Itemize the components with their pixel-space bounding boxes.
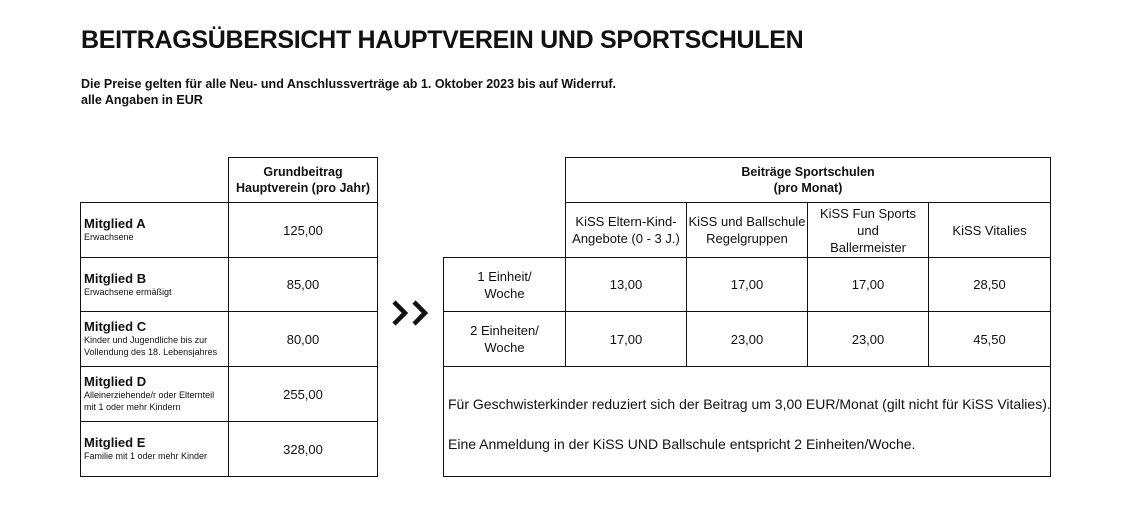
price-cell: 17,00 xyxy=(730,277,764,292)
member-name: Mitglied D xyxy=(84,374,147,389)
column-divider xyxy=(686,257,687,367)
column-header-eltern-kind: KiSS Eltern-Kind- Angebote (0 - 3 J.) xyxy=(566,203,686,257)
subtitle-validity: Die Preise gelten für alle Neu- und Ansc… xyxy=(81,77,616,91)
membership-header-line2: Hauptverein (pro Jahr) xyxy=(235,181,371,195)
member-name: Mitglied E xyxy=(84,435,146,450)
column-divider xyxy=(807,257,808,367)
row-label-line: Woche xyxy=(484,285,525,301)
row-label-1-einheit: 1 Einheit/ Woche xyxy=(444,258,565,311)
member-desc: Kinder und Jugendliche bis zur xyxy=(84,335,208,345)
membership-header: Grundbeitrag Hauptverein (pro Jahr) xyxy=(229,158,377,202)
column-divider xyxy=(928,257,929,367)
row-divider xyxy=(443,366,1051,367)
price-cell: 17,00 xyxy=(851,277,885,292)
row-label-line: 2 Einheiten/ xyxy=(470,323,539,338)
column-header-regelgruppen: KiSS und Ballschule Regelgruppen xyxy=(687,203,807,257)
column-header-line: KiSS und Ballschule xyxy=(688,214,806,229)
row-divider xyxy=(80,257,378,258)
row-label-2-einheiten: 2 Einheiten/ Woche xyxy=(444,312,565,366)
row-label-line: Woche xyxy=(484,340,525,355)
column-divider xyxy=(928,202,929,258)
column-header-row xyxy=(565,202,1051,258)
member-desc: Vollendung des 18. Lebensjahres xyxy=(84,347,218,357)
subtitle-currency: alle Angaben in EUR xyxy=(81,93,203,107)
member-price-b: 85,00 xyxy=(286,277,320,292)
sportschulen-header-line2: (pro Monat) xyxy=(773,181,843,195)
member-desc: Erwachsene xyxy=(84,232,134,242)
row-divider xyxy=(80,311,378,312)
column-divider xyxy=(686,202,687,258)
membership-header-cell xyxy=(228,157,378,203)
member-price-c: 80,00 xyxy=(286,331,320,347)
row-divider xyxy=(80,421,378,422)
member-name: Mitglied A xyxy=(84,216,146,231)
column-header-line: KiSS Fun Sports und xyxy=(819,205,917,238)
column-header-vitalies: KiSS Vitalies xyxy=(952,222,1027,238)
price-cell: 23,00 xyxy=(851,331,885,347)
column-header-fun-sports: KiSS Fun Sports und Ballermeister xyxy=(808,203,928,257)
member-desc: Alleinerziehende/r oder Elternteil xyxy=(84,390,215,400)
column-header-line: Ballermeister xyxy=(830,239,906,255)
sportschulen-header: Beiträge Sportschulen (pro Monat) xyxy=(566,158,1050,202)
price-cell: 45,50 xyxy=(973,331,1006,347)
membership-header-line1: Grundbeitrag xyxy=(263,165,343,179)
member-price-a: 125,00 xyxy=(283,222,323,238)
double-chevron-right-icon xyxy=(390,299,432,327)
price-cell: 13,00 xyxy=(609,277,643,292)
member-price-d: 255,00 xyxy=(283,386,323,402)
member-name: Mitglied C xyxy=(84,319,147,334)
member-label-a: Mitglied A Erwachsene xyxy=(84,216,146,243)
member-desc: Erwachsene ermäßigt xyxy=(84,287,172,297)
member-label-b: Mitglied B Erwachsene ermäßigt xyxy=(84,271,172,298)
member-label-d: Mitglied D Alleinerziehende/r oder Elter… xyxy=(84,374,214,413)
member-price-e: 328,00 xyxy=(283,441,323,457)
member-name: Mitglied B xyxy=(84,271,147,286)
member-label-c: Mitglied C Kinder und Jugendliche bis zu… xyxy=(84,319,217,358)
page-title: BEITRAGSÜBERSICHT HAUPTVEREIN UND SPORTS… xyxy=(81,26,804,54)
price-cell: 28,50 xyxy=(973,277,1006,292)
column-header-line: KiSS Eltern-Kind- xyxy=(575,214,677,229)
note-geschwister: Für Geschwisterkinder reduziert sich der… xyxy=(448,396,1051,412)
member-desc: Familie mit 1 oder mehr Kinder xyxy=(84,451,208,461)
price-cell: 17,00 xyxy=(609,331,643,347)
column-divider xyxy=(807,202,808,258)
membership-column-divider xyxy=(228,202,229,477)
member-label-e: Mitglied E Familie mit 1 oder mehr Kinde… xyxy=(84,435,207,462)
note-anmeldung: Eine Anmeldung in der KiSS UND Ballschul… xyxy=(448,436,916,452)
sportschulen-header-line1: Beiträge Sportschulen xyxy=(741,165,875,179)
row-divider xyxy=(443,311,1051,312)
row-label-line: 1 Einheit/ xyxy=(477,268,532,284)
membership-body xyxy=(80,202,378,477)
sportschulen-body xyxy=(443,257,1051,477)
row-divider xyxy=(80,366,378,367)
column-divider xyxy=(565,257,566,367)
price-cell: 23,00 xyxy=(730,331,764,347)
member-desc: mit 1 oder mehr Kindern xyxy=(84,402,181,412)
column-header-line: Regelgruppen xyxy=(706,231,788,246)
column-header-line: Angebote (0 - 3 J.) xyxy=(572,231,680,246)
